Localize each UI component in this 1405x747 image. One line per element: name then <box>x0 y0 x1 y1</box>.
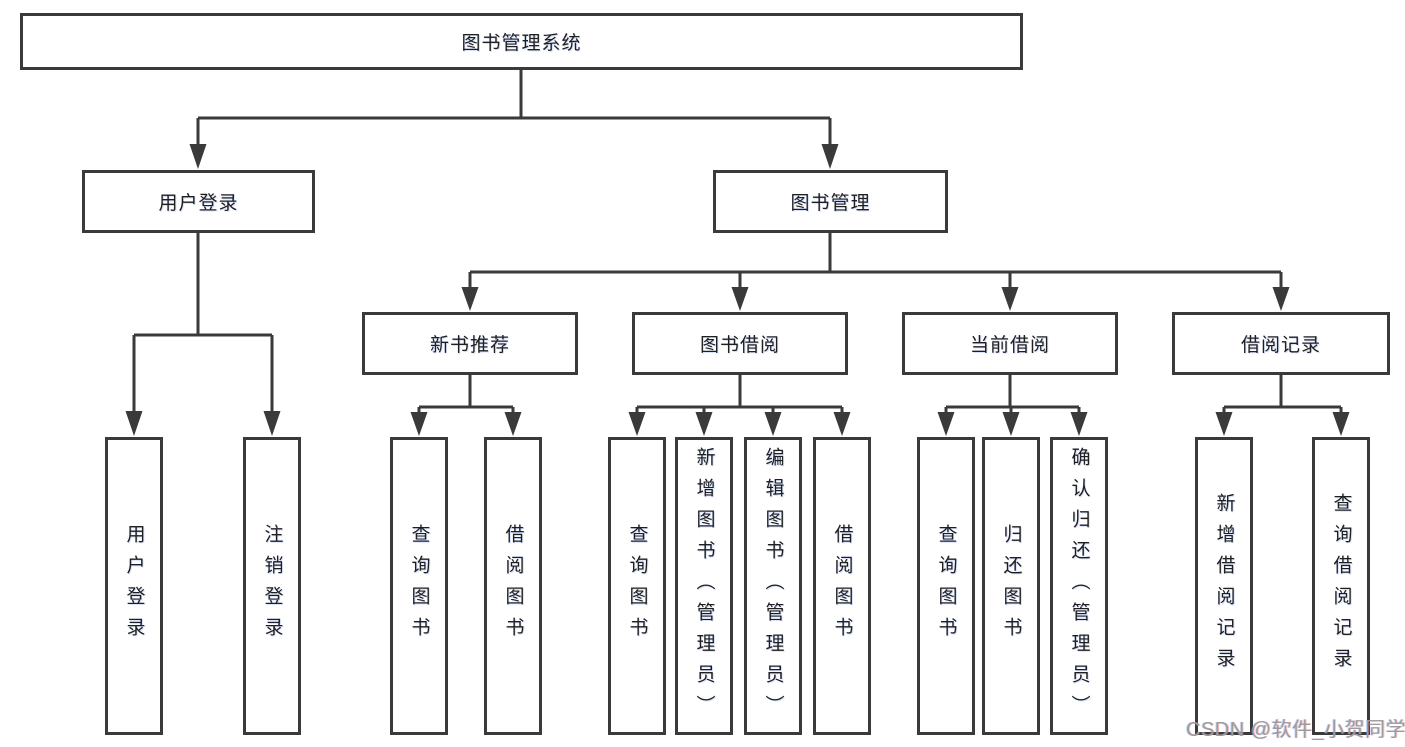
arrowhead <box>504 412 522 436</box>
node-new-book-recommend: 新书推荐 <box>362 312 578 375</box>
node-label: 图书管理 <box>790 193 871 214</box>
arrowhead <box>461 287 479 311</box>
connector-bookmgmt-to-level3 <box>461 233 1290 311</box>
leaf-search-books-recommend: 查询图书 <box>390 437 448 735</box>
arrowhead <box>1070 412 1088 436</box>
leaf-search-borrow-record: 查询借阅记录 <box>1312 437 1370 735</box>
node-label: 新书推荐 <box>429 335 510 356</box>
node-user-login: 用户登录 <box>82 170 315 233</box>
arrowhead <box>764 412 782 436</box>
node-label: 确认归还（管理员） <box>1068 446 1090 726</box>
node-label: 归还图书 <box>1000 524 1022 648</box>
leaf-add-books-admin: 新增图书（管理员） <box>675 437 733 735</box>
arrowhead <box>1272 287 1290 311</box>
leaf-confirm-return-admin: 确认归还（管理员） <box>1050 437 1108 735</box>
arrowhead <box>410 412 428 436</box>
csdn-watermark: CSDN @软件_小贺同学 <box>1186 719 1405 741</box>
arrowhead <box>833 412 851 436</box>
leaf-borrow-books: 借阅图书 <box>813 437 871 735</box>
connector-newbooks-to-leaves <box>410 375 522 436</box>
node-label: 查询图书 <box>408 524 430 648</box>
node-label: 当前借阅 <box>969 335 1050 356</box>
connector-userlogin-to-leaves <box>125 233 281 436</box>
arrowhead <box>1332 412 1350 436</box>
arrowhead <box>1002 412 1020 436</box>
arrowhead <box>628 412 646 436</box>
leaf-search-current-books: 查询图书 <box>917 437 975 735</box>
leaf-return-books: 归还图书 <box>982 437 1040 735</box>
arrowhead <box>125 411 143 436</box>
node-label: 查询图书 <box>626 524 648 648</box>
node-borrowing-records: 借阅记录 <box>1172 312 1390 375</box>
leaf-user-login: 用户登录 <box>105 437 163 735</box>
connector-root-to-level2 <box>189 70 839 169</box>
node-label: 用户登录 <box>158 193 239 214</box>
node-label: 编辑图书（管理员） <box>762 446 784 726</box>
node-label: 查询图书 <box>935 524 957 648</box>
arrowhead <box>189 144 207 169</box>
node-label: 借阅图书 <box>831 524 853 648</box>
arrowhead <box>695 412 713 436</box>
arrowhead <box>937 412 955 436</box>
arrowhead <box>731 287 749 311</box>
node-label: 图书管理系统 <box>461 33 582 54</box>
arrowhead <box>821 144 839 169</box>
node-label: 用户登录 <box>123 524 145 648</box>
arrowhead <box>1001 287 1019 311</box>
leaf-add-borrow-record: 新增借阅记录 <box>1195 437 1253 735</box>
node-book-borrowing: 图书借阅 <box>632 312 848 375</box>
node-label: 借阅图书 <box>502 524 524 648</box>
node-label: 新增借阅记录 <box>1213 493 1235 679</box>
arrowhead <box>263 411 281 436</box>
node-label: 借阅记录 <box>1240 335 1321 356</box>
connector-bookborrow-to-leaves <box>628 375 851 436</box>
leaf-logout: 注销登录 <box>243 437 301 735</box>
connector-borrowrecords-to-leaves <box>1215 375 1350 436</box>
node-label: 查询借阅记录 <box>1330 493 1352 679</box>
node-label: 注销登录 <box>261 524 283 648</box>
node-label: 新增图书（管理员） <box>693 446 715 726</box>
connector-currentborrow-to-leaves <box>937 375 1088 436</box>
node-current-borrowing: 当前借阅 <box>902 312 1118 375</box>
node-book-management: 图书管理 <box>713 170 948 233</box>
node-label: 图书借阅 <box>699 335 780 356</box>
node-root-system: 图书管理系统 <box>20 13 1023 70</box>
leaf-search-books: 查询图书 <box>608 437 666 735</box>
leaf-borrow-books-recommend: 借阅图书 <box>484 437 542 735</box>
arrowhead <box>1215 412 1233 436</box>
leaf-edit-books-admin: 编辑图书（管理员） <box>744 437 802 735</box>
